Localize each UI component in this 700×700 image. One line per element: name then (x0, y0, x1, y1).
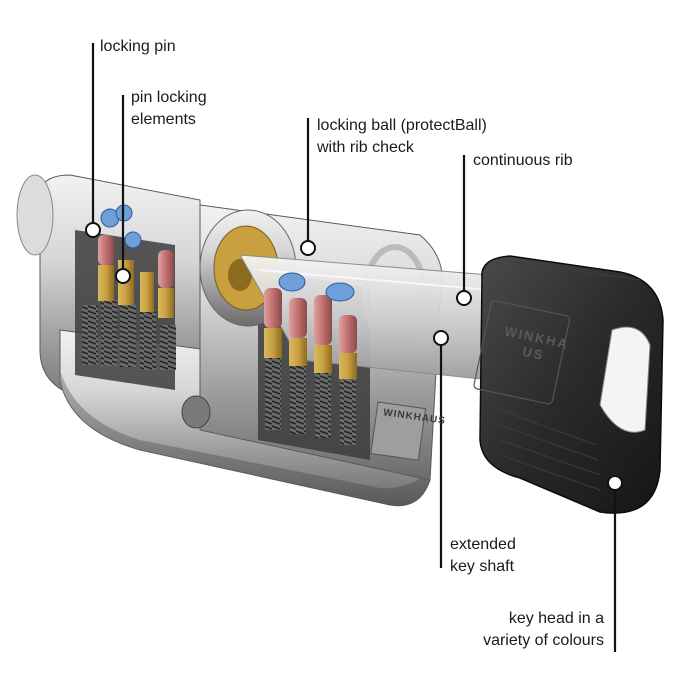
pin-stacks-left (82, 204, 176, 370)
label-continuous-rib: continuous rib (473, 150, 573, 172)
key-logo (473, 300, 571, 405)
label-line: extended (450, 536, 516, 553)
label-line: variety of colours (483, 632, 604, 649)
leader-lines (91, 43, 617, 652)
label-locking-ball: locking ball (protectBall) with rib chec… (317, 115, 487, 159)
label-extended-key-shaft: extended key shaft (450, 534, 516, 578)
marker-pin-locking-elements (115, 268, 131, 284)
cylinder-logo (370, 401, 427, 461)
label-line: continuous rib (473, 152, 573, 169)
label-key-head: key head in a variety of colours (483, 608, 604, 652)
label-line: locking ball (protectBall) (317, 117, 487, 134)
marker-locking-ball (300, 240, 316, 256)
label-line: elements (131, 111, 196, 128)
marker-extended-key-shaft (433, 330, 449, 346)
marker-continuous-rib (456, 290, 472, 306)
label-line: locking pin (100, 38, 176, 55)
marker-locking-pin (85, 222, 101, 238)
pin-stacks-right (264, 272, 357, 445)
label-pin-locking-elements: pin locking elements (131, 87, 207, 131)
key-head (473, 255, 664, 514)
label-line: key shaft (450, 558, 515, 575)
label-line: with rib check (317, 139, 414, 156)
marker-key-head (607, 475, 623, 491)
label-line: key head in a (508, 610, 604, 627)
callout-markers (85, 222, 623, 491)
label-line: pin locking (131, 89, 207, 106)
label-locking-pin: locking pin (100, 36, 176, 58)
